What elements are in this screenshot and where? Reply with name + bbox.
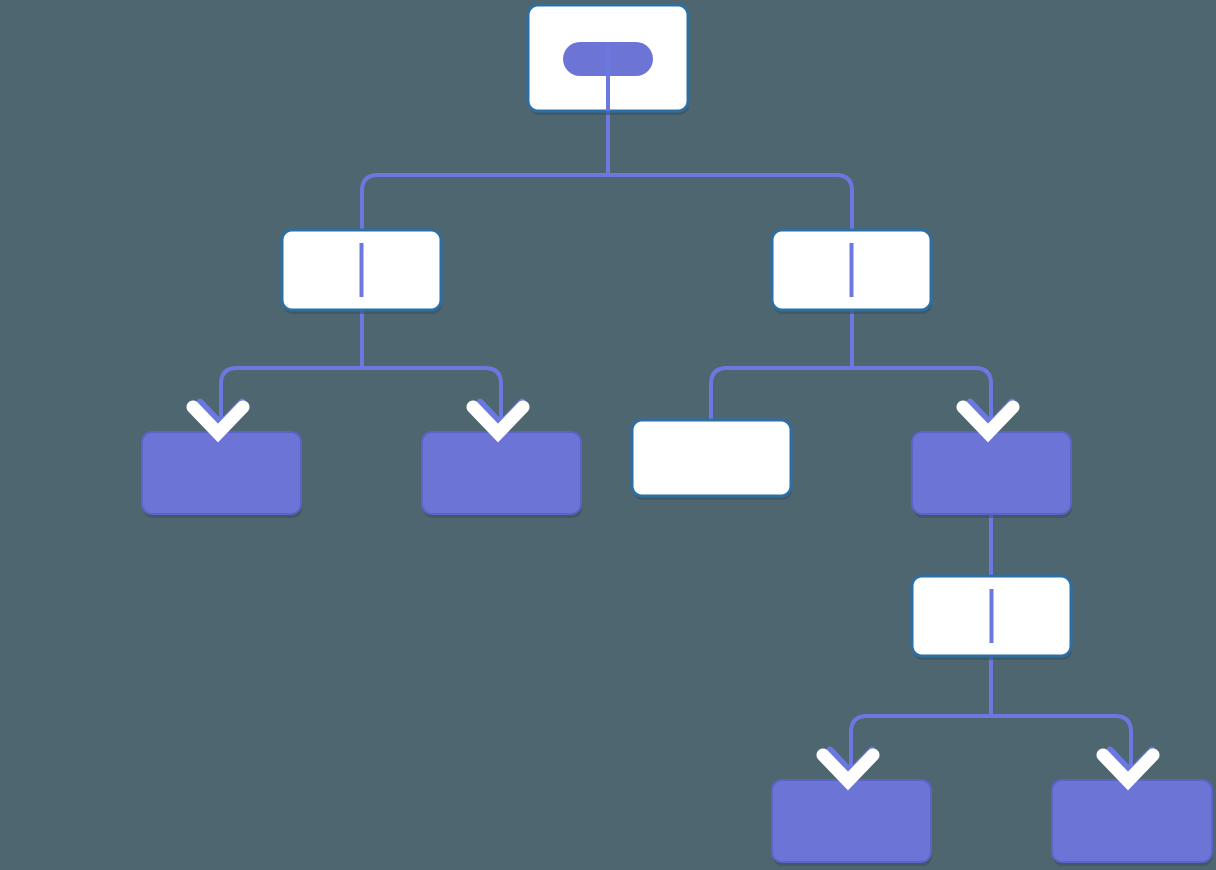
edge-sub-branch-to-leaf-5-arrowhead [1096, 746, 1160, 791]
arrows-layer [186, 398, 1160, 791]
edge-branch-right-to-leaf-3 [850, 310, 993, 432]
arrow-white-chevron-icon [1096, 748, 1160, 791]
terminal-node-white-body[interactable] [630, 418, 793, 498]
edge-sub-branch-to-leaf-4-arrowhead [816, 746, 880, 791]
edge-branch-left-to-leaf-1-arrowhead [186, 398, 250, 443]
edge-sub-branch-to-leaf-4 [849, 656, 993, 780]
leaf-node-1[interactable] [141, 431, 302, 518]
terminal-node-white[interactable] [630, 418, 793, 500]
arrow-white-chevron-icon [186, 400, 250, 443]
leaf-node-4[interactable] [771, 779, 932, 866]
leaf-node-2-body[interactable] [421, 431, 582, 515]
leaf-node-2[interactable] [421, 431, 582, 518]
leaf-node-3-body[interactable] [911, 431, 1072, 515]
leaf-node-1-body[interactable] [141, 431, 302, 515]
leaf-node-3[interactable] [911, 431, 1072, 518]
edges-layer [219, 111, 1133, 780]
edge-sub-branch-to-leaf-5 [989, 656, 1133, 780]
edge-root-to-branch-right [606, 111, 854, 230]
arrow-white-chevron-icon [466, 400, 530, 443]
through-lines-layer [359, 42, 994, 643]
arrow-white-chevron-icon [956, 400, 1020, 443]
leaf-node-5-body[interactable] [1051, 779, 1213, 863]
leaf-node-5[interactable] [1051, 779, 1213, 866]
arrow-white-chevron-icon [816, 748, 880, 791]
edge-branch-right-to-leaf-3-arrowhead [956, 398, 1020, 443]
edge-branch-left-to-leaf-2 [360, 310, 503, 432]
edge-branch-left-to-leaf-2-arrowhead [466, 398, 530, 443]
edge-branch-right-to-terminal-white [709, 310, 854, 420]
leaf-node-4-body[interactable] [771, 779, 932, 863]
edge-branch-left-to-leaf-1 [219, 310, 364, 432]
